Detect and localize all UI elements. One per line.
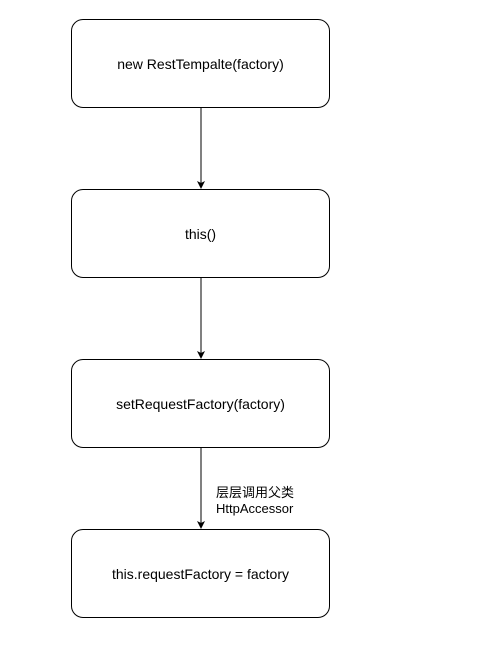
flow-node-assign-request-factory: this.requestFactory = factory	[71, 529, 330, 618]
node-label: new RestTempalte(factory)	[117, 55, 284, 72]
flow-node-new-resttemplate: new RestTempalte(factory)	[71, 19, 330, 108]
flow-node-set-request-factory: setRequestFactory(factory)	[71, 359, 330, 448]
node-label: this.requestFactory = factory	[111, 565, 290, 582]
node-label: this()	[184, 225, 217, 242]
edge-label-line-1: 层层调用父类	[216, 485, 295, 500]
node-label: setRequestFactory(factory)	[116, 395, 285, 412]
flow-node-this-constructor: this()	[71, 189, 330, 278]
edge-label-3-4: 层层调用父类 HttpAccessor	[216, 485, 294, 517]
edge-label-line-2: HttpAccessor	[216, 501, 294, 516]
